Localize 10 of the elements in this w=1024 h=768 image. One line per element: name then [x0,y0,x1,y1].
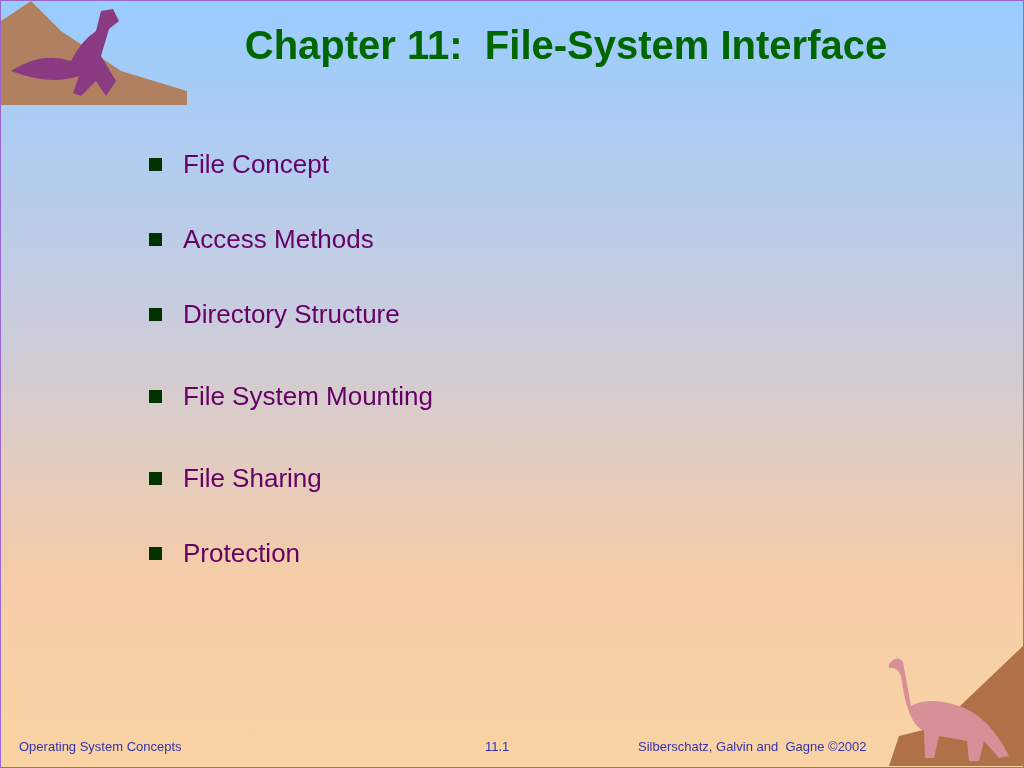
bullet-text: Access Methods [183,224,374,255]
bullet-text: File Sharing [183,463,322,494]
bullet-text: Directory Structure [183,299,400,330]
bullet-text: File Concept [183,149,329,180]
footer-text: Operating System Concepts [19,739,182,754]
footer-text: 11.1 [485,739,510,754]
footer-text: Silberschatz, Galvin and Gagne ©2002 [638,739,867,754]
bullet-text: Protection [183,538,301,569]
bullet-text: File System Mounting [183,381,433,412]
slide-title: Chapter 11: File-System Interface [243,23,889,68]
